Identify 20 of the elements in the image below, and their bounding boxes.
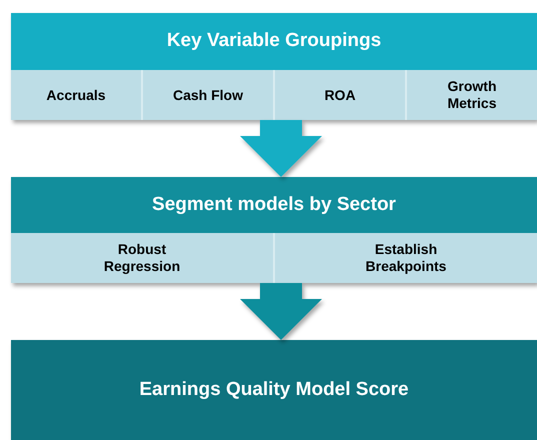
category-cell <box>273 233 537 283</box>
category-cell <box>273 70 405 120</box>
panel-title: Segment models by Sector <box>152 192 396 217</box>
panel-title: Earnings Quality Model Score <box>139 378 409 402</box>
process-panel <box>11 177 537 283</box>
cell-label: Accruals <box>46 86 106 104</box>
cell-label: Establish Breakpoints <box>364 241 448 275</box>
cell-label: Robust Regression <box>102 241 182 275</box>
cell-label: Cash Flow <box>172 86 243 104</box>
block-arrow <box>240 120 322 177</box>
process-panel <box>11 13 537 120</box>
cell-label: Growth Metrics <box>446 78 498 112</box>
cell-label: ROA <box>324 86 356 104</box>
category-cell <box>405 70 537 120</box>
block-arrow <box>240 283 322 340</box>
category-cell <box>141 70 273 120</box>
category-cell <box>11 233 273 283</box>
category-cell <box>11 70 141 120</box>
process-panel <box>11 340 537 440</box>
panel-title: Key Variable Groupings <box>166 29 382 54</box>
